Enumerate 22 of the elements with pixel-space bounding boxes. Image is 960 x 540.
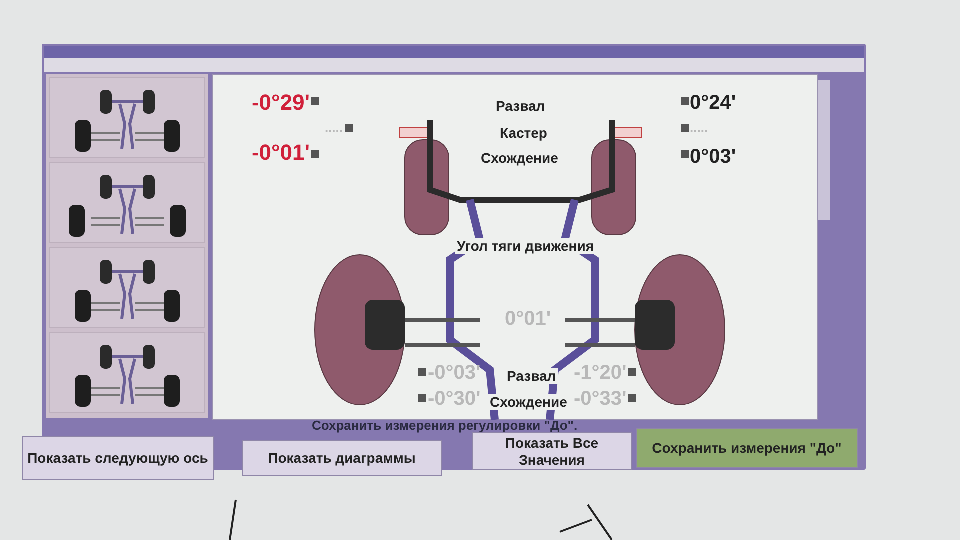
action-button: Сохранить измерения "До" (636, 428, 858, 468)
measurement-name: Угол тяги движения (455, 238, 596, 254)
measurement-value: 0°24' (690, 92, 736, 115)
measurement-value: -0°30' (428, 388, 481, 411)
action-button: Показать диаграммы (242, 440, 442, 476)
action-button: Показать Все Значения (472, 432, 632, 470)
measurement-value: -0°33' (574, 388, 627, 411)
action-button: Показать следующую ось (22, 436, 214, 480)
measurement-value: -0°29' (252, 90, 310, 116)
measurement-value: 0°03' (690, 146, 736, 169)
status-message: Сохранить измерения регулировки "До". (312, 418, 578, 433)
measurement-value: -0°03' (428, 362, 481, 385)
measurement-name: Кастер (500, 125, 548, 141)
placeholder-value: ..... (324, 120, 343, 135)
measurement-name: Развал (505, 368, 558, 384)
measurement-value: -1°20' (574, 362, 627, 385)
measurement-name: Схождение (481, 150, 558, 166)
measurement-value: 0°01' (505, 308, 552, 331)
placeholder-value: ..... (690, 120, 708, 135)
measurement-name: Схождение (488, 394, 570, 410)
measurement-value: -0°01' (252, 140, 310, 166)
measurement-name: Развал (496, 98, 546, 114)
